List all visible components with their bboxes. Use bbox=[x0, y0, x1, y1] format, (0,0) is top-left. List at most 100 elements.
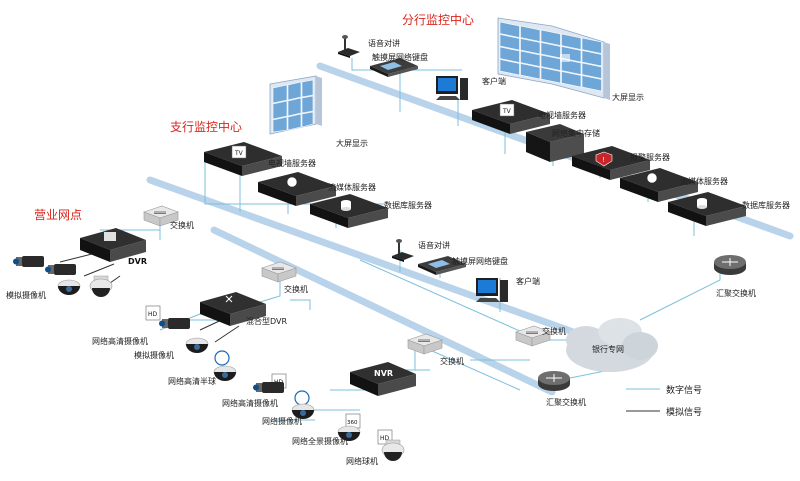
aggregation-switch-right: 汇聚交换机 bbox=[713, 254, 756, 298]
outlet-dvr-label: DVR bbox=[128, 257, 147, 266]
subbranch-media-server-label: 流媒体服务器 bbox=[328, 182, 376, 192]
video-wall-cell bbox=[520, 50, 541, 67]
branch-touch-keyboard-label: 触摸屏网络键盘 bbox=[372, 52, 428, 62]
outlet-ip-dome-label: 网络球机 bbox=[346, 456, 378, 466]
outlet-ip-camera: 网络摄像机 bbox=[262, 390, 315, 426]
outlet-switch-nvr: 交换机 bbox=[407, 333, 464, 366]
branch-voice-intercom: 语音对讲 bbox=[338, 35, 400, 58]
router-icon bbox=[537, 370, 571, 392]
outlet-panoramic-camera-label: 网络全景摄像机 bbox=[292, 436, 348, 446]
section-title-outlet: 营业网点 bbox=[34, 208, 82, 222]
band-outlet bbox=[210, 226, 556, 396]
branch-tv-wall-server-label: 电视墙服务器 bbox=[538, 110, 586, 120]
outlet-analog-camera-2-label: 模拟摄像机 bbox=[134, 350, 174, 360]
aggregation-switch-right-label: 汇聚交换机 bbox=[716, 288, 756, 298]
video-wall-icon bbox=[497, 17, 610, 100]
dome-camera-icon bbox=[185, 337, 209, 354]
branch-client-label: 客户端 bbox=[482, 76, 506, 86]
dome-camera-icon bbox=[57, 279, 81, 296]
section-title-subbranch: 支行监控中心 bbox=[170, 119, 242, 134]
mid-switch-label: 交换机 bbox=[542, 326, 566, 336]
subbranch-voice-intercom-label: 语音对讲 bbox=[418, 240, 450, 250]
tv-icon: TV bbox=[231, 145, 247, 159]
branch-media-server-label: 流媒体服务器 bbox=[680, 176, 728, 186]
video-wall-cell bbox=[581, 75, 602, 92]
outlet-hd-ip-camera-2: HD 网络高清摄像机 bbox=[222, 373, 287, 408]
analog-wires bbox=[59, 251, 240, 343]
outlet-switch-top: 交换机 bbox=[143, 205, 194, 230]
video-wall-cell bbox=[499, 21, 520, 38]
hd-badge-text: HD bbox=[148, 311, 158, 318]
hd-badge-text-3: HD bbox=[380, 435, 390, 442]
outlet-hybrid-dvr-label: 混合型DVR bbox=[246, 316, 287, 326]
video-wall-cell bbox=[581, 62, 602, 79]
subbranch-voice-intercom: 语音对讲 bbox=[392, 239, 450, 262]
database-icon bbox=[341, 200, 351, 211]
svg-text:!: ! bbox=[602, 156, 605, 164]
branch-media-server: 流媒体服务器 bbox=[620, 168, 728, 202]
outlet-analog-cameras: 模拟摄像机 bbox=[6, 256, 113, 300]
video-wall-icon bbox=[269, 75, 322, 135]
dome-camera-icon bbox=[213, 365, 237, 382]
branch-database-server: 数据库服务器 bbox=[668, 192, 790, 226]
outlet-switch-nvr-label: 交换机 bbox=[440, 356, 464, 366]
video-wall-cell bbox=[540, 54, 561, 71]
computer-icon bbox=[476, 278, 508, 302]
video-wall-cell bbox=[540, 67, 561, 84]
outlet-nvr-label: NVR bbox=[374, 369, 393, 378]
microphone-icon bbox=[392, 239, 414, 262]
branch-database-server-label: 数据库服务器 bbox=[742, 200, 790, 210]
subbranch-touch-keyboard-label: 触摸屏网络键盘 bbox=[452, 256, 508, 266]
video-wall-cell bbox=[561, 58, 582, 75]
tv-badge: TV bbox=[502, 108, 512, 115]
video-wall-cell bbox=[499, 34, 520, 51]
outlet-switch-top-label: 交换机 bbox=[170, 220, 194, 230]
video-wall-cell bbox=[540, 29, 561, 46]
database-icon bbox=[697, 198, 707, 209]
subbranch-client-label: 客户端 bbox=[516, 276, 540, 286]
aggregation-switch-left-label: 汇聚交换机 bbox=[546, 397, 586, 407]
tv-badge-2: TV bbox=[234, 150, 244, 157]
band-subbranch bbox=[146, 176, 644, 360]
video-wall-cell bbox=[499, 46, 520, 63]
branch-alarm-server-label: 报警服务器 bbox=[630, 152, 670, 162]
ie-icon bbox=[294, 390, 310, 406]
ptz-camera-icon bbox=[89, 275, 113, 298]
outlet-hybrid-dvr: 混合型DVR bbox=[200, 292, 287, 326]
subbranch-big-screen: 大屏显示 bbox=[269, 75, 368, 148]
outlet-analog-camera-label: 模拟摄像机 bbox=[6, 290, 46, 300]
bullet-camera-icon bbox=[253, 382, 284, 393]
subbranch-tv-wall-server: TV 电视墙服务器 bbox=[204, 142, 316, 176]
bullet-camera-icon bbox=[45, 264, 76, 275]
router-icon bbox=[713, 254, 747, 276]
outlet-hd-ip-camera: HD 网络高清摄像机 bbox=[92, 305, 190, 346]
legend: 数字信号 模拟信号 bbox=[626, 384, 702, 418]
branch-touch-keyboard: 触摸屏网络键盘 bbox=[370, 52, 428, 77]
branch-big-screen-label: 大屏显示 bbox=[612, 92, 644, 102]
branch-tv-wall-server: TV 电视墙服务器 bbox=[472, 100, 586, 134]
tv-icon: TV bbox=[499, 103, 515, 117]
legend-analog-label: 模拟信号 bbox=[666, 406, 702, 418]
microphone-icon bbox=[338, 35, 360, 58]
dvr-icon bbox=[80, 228, 146, 262]
cloud-icon bbox=[566, 318, 658, 372]
mid-switch: 交换机 bbox=[515, 325, 566, 347]
branch-central-storage-label: 网络集中存储 bbox=[552, 128, 600, 138]
alarm-icon: ! bbox=[595, 151, 613, 167]
subbranch-media-server: 流媒体服务器 bbox=[258, 172, 376, 206]
section-title-branch: 分行监控中心 bbox=[402, 12, 474, 27]
outlet-switch-hybrid: 交换机 bbox=[261, 261, 308, 294]
storage-icon bbox=[526, 124, 584, 162]
outlet-hd-ip-camera-2-label: 网络高清摄像机 bbox=[222, 398, 278, 408]
branch-alarm-server: ! 报警服务器 bbox=[572, 146, 670, 180]
outlet-panoramic-camera: 360 网络全景摄像机 bbox=[292, 413, 361, 446]
outlet-analog-camera-2: 模拟摄像机 bbox=[134, 337, 209, 360]
reel-icon bbox=[646, 172, 658, 184]
subbranch-database-server: 数据库服务器 bbox=[310, 194, 432, 228]
video-wall-cell bbox=[520, 25, 541, 42]
outlet-hd-ip-dome: 网络高清半球 bbox=[168, 350, 237, 386]
ie-icon bbox=[214, 350, 230, 366]
subbranch-database-server-label: 数据库服务器 bbox=[384, 200, 432, 210]
